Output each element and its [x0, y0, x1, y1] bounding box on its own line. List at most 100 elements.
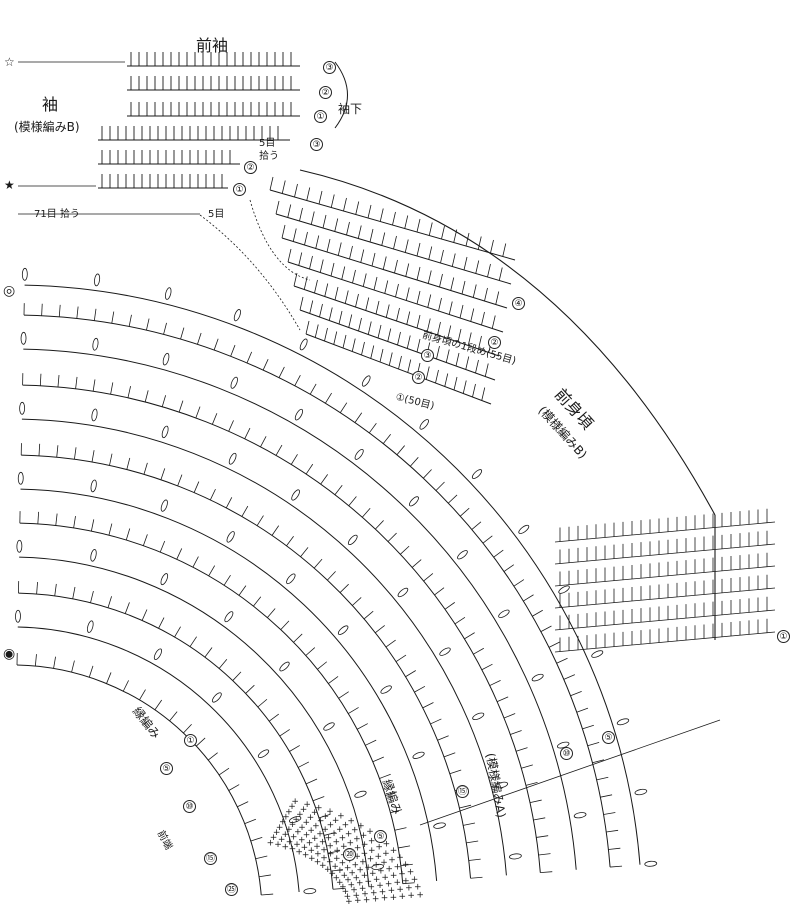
stitch-tick	[402, 882, 415, 885]
stitch-tick	[536, 835, 549, 838]
fan-stitch	[92, 337, 99, 351]
yoke-arc	[16, 664, 262, 896]
stitch-tick	[55, 513, 58, 526]
edge-plus: +	[361, 890, 369, 900]
stitch-tick	[275, 200, 280, 215]
edge-plus: +	[326, 842, 334, 852]
stitch-tick	[600, 794, 613, 798]
stitch-tick	[437, 735, 449, 741]
edge-plus: +	[414, 883, 422, 893]
edge-plus: +	[302, 850, 310, 860]
stitch-tick	[160, 468, 166, 480]
stitch-tick	[141, 609, 148, 621]
edge-row-number: ⑤	[160, 762, 173, 775]
edge-plus: +	[361, 840, 369, 850]
stitch-tick	[128, 314, 132, 327]
stitch-tick	[281, 180, 286, 194]
edge-plus: +	[359, 884, 367, 894]
stitch-tick	[339, 583, 349, 593]
stitch-tick	[513, 579, 525, 587]
stitch-tick	[256, 515, 264, 526]
stitch-tick	[343, 197, 347, 212]
fan-stitch	[644, 860, 658, 867]
stitch-tick	[459, 507, 470, 517]
stitch-tick	[548, 641, 560, 648]
fan-stitch	[616, 718, 630, 726]
yoke-arc	[20, 488, 438, 881]
edge-plus: +	[347, 816, 355, 826]
stitch-tick	[404, 239, 409, 253]
stitch-tick	[416, 266, 421, 281]
fan-stitch	[591, 650, 604, 658]
edge-plus: +	[333, 873, 341, 883]
stitch-tick	[338, 310, 343, 325]
edge-plus: +	[350, 886, 358, 896]
fan-stitch	[286, 573, 296, 585]
stitch-tick	[280, 620, 290, 630]
stitch-tick	[309, 383, 317, 395]
edge-plus: +	[405, 884, 413, 894]
stitch-tick	[309, 300, 314, 314]
stitch-tick	[325, 392, 332, 404]
stitch-tick	[213, 338, 219, 351]
stitch-tick	[498, 267, 503, 281]
star-filled-marker: ★	[4, 178, 15, 192]
stitch-tick	[246, 351, 253, 364]
yoke-arc	[22, 384, 541, 873]
edge-row-number: ⑳	[343, 848, 356, 861]
stitch-tick	[443, 752, 456, 758]
stitch-tick	[570, 690, 582, 697]
stitch-tick	[405, 263, 410, 277]
stitch-tick	[306, 187, 311, 201]
edge-plus: +	[361, 871, 369, 881]
edge-plus: +	[333, 838, 341, 848]
stitch-tick	[161, 395, 167, 407]
stitch-tick	[124, 602, 130, 614]
stitch-tick	[286, 535, 294, 547]
pick-5a-sub-label: 拾う	[259, 151, 279, 162]
edge-plus: +	[336, 825, 344, 835]
stitch-tick	[139, 689, 146, 701]
stitch-tick	[312, 796, 325, 802]
edge-plus: +	[373, 875, 381, 885]
fan-stitch	[498, 609, 510, 618]
edge-plus: +	[369, 869, 377, 879]
stitch-tick	[406, 311, 411, 325]
star-open-marker: ☆	[4, 55, 15, 69]
edge-plus: +	[311, 834, 319, 844]
fan-stitch	[397, 587, 409, 598]
stitch-tick	[232, 671, 242, 681]
stitch-tick	[436, 345, 440, 360]
stitch-tick	[320, 474, 328, 485]
row-line	[554, 521, 776, 543]
stitch-tick	[268, 713, 280, 722]
stitch-tick	[489, 680, 501, 686]
edge-plus: +	[328, 869, 336, 879]
stitch-tick	[375, 300, 380, 315]
stitch-tick	[299, 207, 303, 222]
edge-plus: +	[353, 835, 361, 845]
sleeve-label: 袖	[42, 95, 59, 114]
sleeve-row-number: ③	[310, 138, 323, 151]
stitch-tick	[407, 359, 412, 373]
yoke-arc	[23, 348, 577, 870]
stitch-tick	[357, 225, 362, 239]
stitch-tick	[348, 707, 359, 714]
stitch-tick	[459, 304, 464, 319]
stitch-tick	[330, 869, 343, 872]
stitch-tick	[180, 327, 185, 340]
underarm-label: 袖下	[338, 102, 363, 116]
stitch-tick	[292, 228, 297, 242]
fan-stitch	[380, 685, 392, 694]
stitch-tick	[342, 334, 347, 349]
edge-plus: +	[344, 863, 352, 873]
stitch-tick	[491, 315, 496, 329]
edge-plus: +	[344, 876, 352, 886]
edge-stitches: ++++++++++++++++++++++++++++++++++++++++…	[267, 797, 424, 907]
stitch-tick	[39, 373, 42, 386]
stitch-tick	[387, 532, 397, 542]
stitch-tick	[244, 427, 251, 439]
body-bottom-number: ①	[777, 630, 790, 643]
stitch-tick	[313, 558, 323, 569]
stitch-tick	[54, 583, 57, 596]
